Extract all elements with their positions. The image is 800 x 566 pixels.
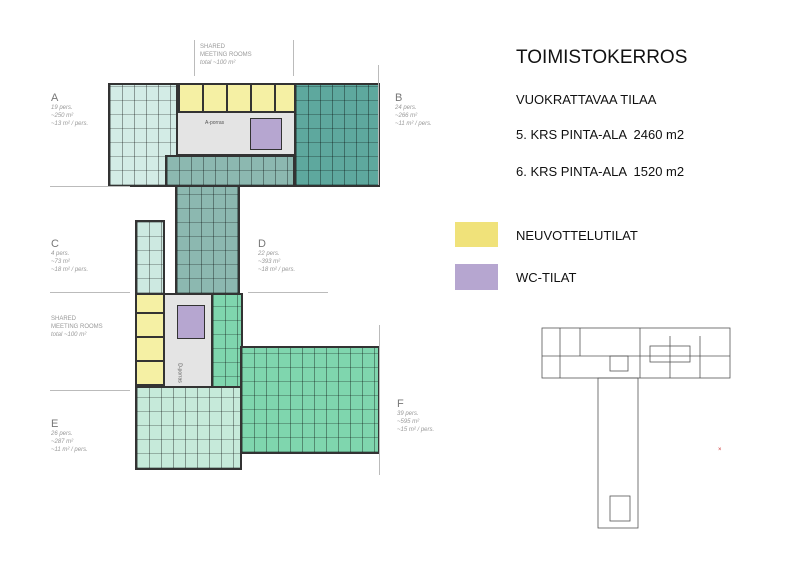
lobby-a-label: A-porras bbox=[205, 120, 225, 126]
zone-e-area bbox=[135, 386, 242, 470]
meeting-rooms-top bbox=[176, 83, 296, 113]
zone-f-area-upper bbox=[211, 293, 243, 393]
shared-top-label: SHARED MEETING ROOMS total ~100 m² bbox=[200, 44, 252, 66]
zone-d-area bbox=[165, 155, 295, 187]
area-5th-floor: 5. KRS PINTA-ALA 2460 m2 bbox=[516, 127, 685, 142]
mini-floor-plan: × bbox=[541, 327, 731, 529]
wc-left bbox=[177, 305, 205, 339]
zone-c-area bbox=[135, 220, 165, 295]
legend-swatch-wc bbox=[455, 264, 498, 290]
legend-label-meeting: NEUVOTTELUTILAT bbox=[516, 228, 638, 243]
lobby-d-label: D-porras bbox=[176, 363, 183, 383]
area-6th-floor: 6. KRS PINTA-ALA 1520 m2 bbox=[516, 164, 685, 179]
meeting-rooms-left bbox=[135, 293, 165, 388]
subtitle: VUOKRATTAVAA TILAA bbox=[516, 92, 657, 107]
zone-f-area bbox=[240, 346, 380, 454]
zone-a-area bbox=[108, 83, 178, 187]
zone-b-area bbox=[294, 83, 380, 187]
legend-label-wc: WC-TILAT bbox=[516, 270, 577, 285]
mini-marker-icon: × bbox=[718, 447, 722, 453]
zone-d-area-lower bbox=[175, 185, 240, 295]
page-title: TOIMISTOKERROS bbox=[516, 47, 688, 68]
legend-swatch-meeting bbox=[455, 222, 498, 247]
wc-top bbox=[250, 118, 282, 150]
shared-left-label: SHARED MEETING ROOMS total ~100 m² bbox=[51, 316, 103, 338]
